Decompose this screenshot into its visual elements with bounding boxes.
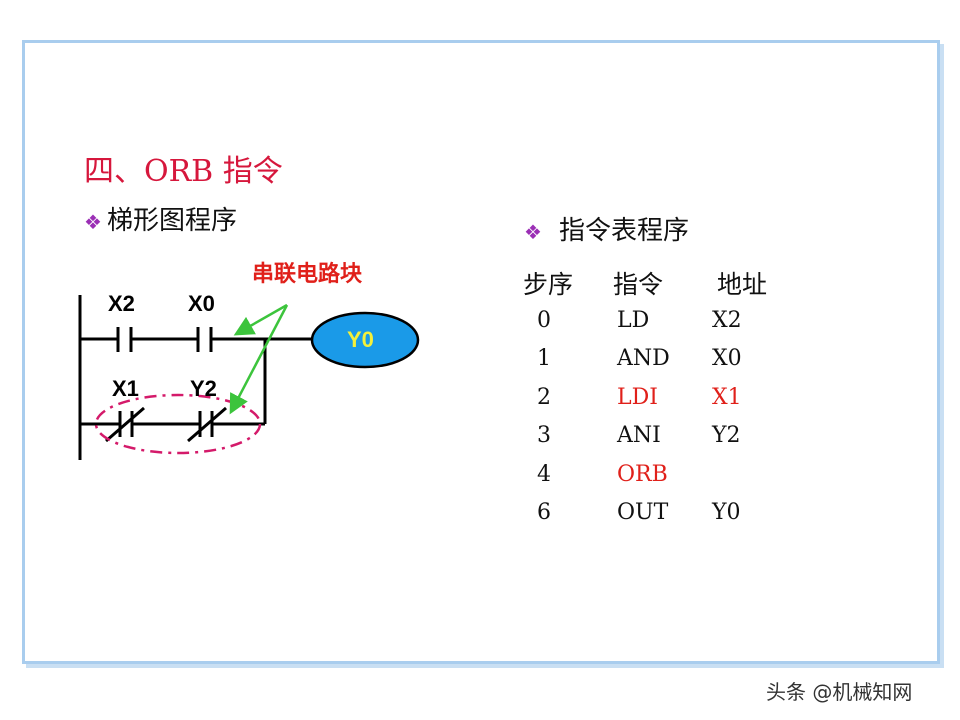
coil-label: Y0 <box>347 327 374 352</box>
series-block-annotation: 串联电路块 <box>252 261 363 287</box>
table-cell-addr: Y2 <box>712 423 741 448</box>
contact-label-x0: X0 <box>188 291 215 316</box>
slide-frame <box>22 40 940 664</box>
table-cell-instr: ORB <box>617 462 668 487</box>
table-cell-step: 6 <box>537 500 551 525</box>
table-cell-instr: OUT <box>617 500 669 525</box>
table-cell-addr: X1 <box>712 385 742 410</box>
table-cell-addr: Y0 <box>712 500 741 525</box>
table-cell-step: 3 <box>537 423 551 448</box>
arrow-icon <box>229 304 289 415</box>
contact-label-x1: X1 <box>112 376 139 401</box>
table-cell-addr: X0 <box>712 346 742 371</box>
contact-label-x2: X2 <box>108 291 135 316</box>
ladder-heading: ❖ 梯形图程序 <box>84 206 238 236</box>
header-instr: 指令 <box>613 270 664 299</box>
table-cell-step: 2 <box>537 385 551 410</box>
watermark: 头条 @机械知网 <box>766 680 913 704</box>
header-addr: 地址 <box>717 270 768 299</box>
table-cell-instr: LDI <box>617 385 658 410</box>
table-cell-step: 4 <box>537 462 551 487</box>
series-block-highlight <box>94 393 262 455</box>
table-cell-instr: LD <box>617 308 650 333</box>
contact-label-y2: Y2 <box>190 376 217 401</box>
table-cell-addr: X2 <box>712 308 742 333</box>
table-cell-instr: AND <box>617 346 670 371</box>
table-cell-step: 0 <box>537 308 551 333</box>
table-cell-instr: ANI <box>617 423 661 448</box>
diamond-bullet-icon: ❖ <box>84 210 102 234</box>
coil-y0 <box>310 311 420 369</box>
page-title: 四、ORB 指令 <box>84 154 283 189</box>
arrow-icon <box>233 303 288 336</box>
list-heading: ❖ 指令表程序 <box>524 216 690 246</box>
table-cell-step: 1 <box>537 346 551 371</box>
diamond-bullet-icon: ❖ <box>524 220 542 244</box>
header-step: 步序 <box>523 270 574 299</box>
